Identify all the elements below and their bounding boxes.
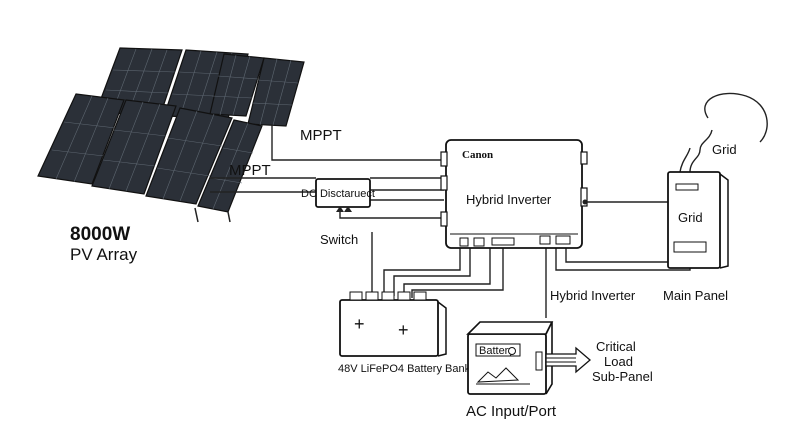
main-panel: Grid: [667, 171, 729, 269]
ac-input-box: Battery AC Input/Port: [466, 321, 557, 420]
battery-plus-icon: +: [354, 314, 365, 334]
critical-load-line3: Sub-Panel: [592, 369, 653, 384]
critical-load-line2: Load: [604, 354, 633, 369]
critical-load-arrow: [545, 346, 591, 374]
panel-stand: [194, 207, 199, 223]
solar-panel: [247, 57, 305, 127]
switch-label: Switch: [320, 232, 358, 247]
solar-panel: [209, 53, 265, 117]
hybrid-inverter: Canon Hybrid Inverter: [440, 139, 588, 249]
panel-stand: [227, 211, 231, 223]
grid-panel-label: Grid: [678, 210, 703, 225]
solar-panel: [145, 107, 233, 205]
pv-array-subtitle: PV Array: [70, 245, 138, 264]
inverter-brand-logo: Canon: [462, 149, 493, 161]
pv-array-title: 8000W: [70, 224, 130, 245]
dc-disconnect-box: DC Disctaruect: [301, 178, 375, 212]
inverter-bottom-label: Hybrid Inverter: [550, 288, 636, 303]
ac-box-battery-label: Battery: [479, 345, 514, 357]
pv-array-panels: [37, 47, 305, 223]
wiring: [210, 92, 768, 318]
battery-bank: + + 48V LiFePO4 Battery Bank: [338, 291, 471, 375]
critical-load-line1: Critical: [596, 339, 636, 354]
grid-top-label: Grid: [712, 142, 737, 157]
dc-disconnect-label: DC Disctaruect: [301, 188, 375, 200]
inverter-label: Hybrid Inverter: [466, 192, 552, 207]
main-panel-label: Main Panel: [663, 288, 728, 303]
battery-bank-label: 48V LiFePO4 Battery Bank: [338, 363, 471, 375]
mppt-top-label: MPPT: [300, 127, 342, 144]
mppt-mid-label: MPPT: [229, 162, 271, 179]
solar-panel: [91, 99, 177, 195]
ac-input-label: AC Input/Port: [466, 403, 557, 420]
solar-panel: [37, 93, 125, 185]
battery-plus-icon: +: [398, 320, 409, 340]
